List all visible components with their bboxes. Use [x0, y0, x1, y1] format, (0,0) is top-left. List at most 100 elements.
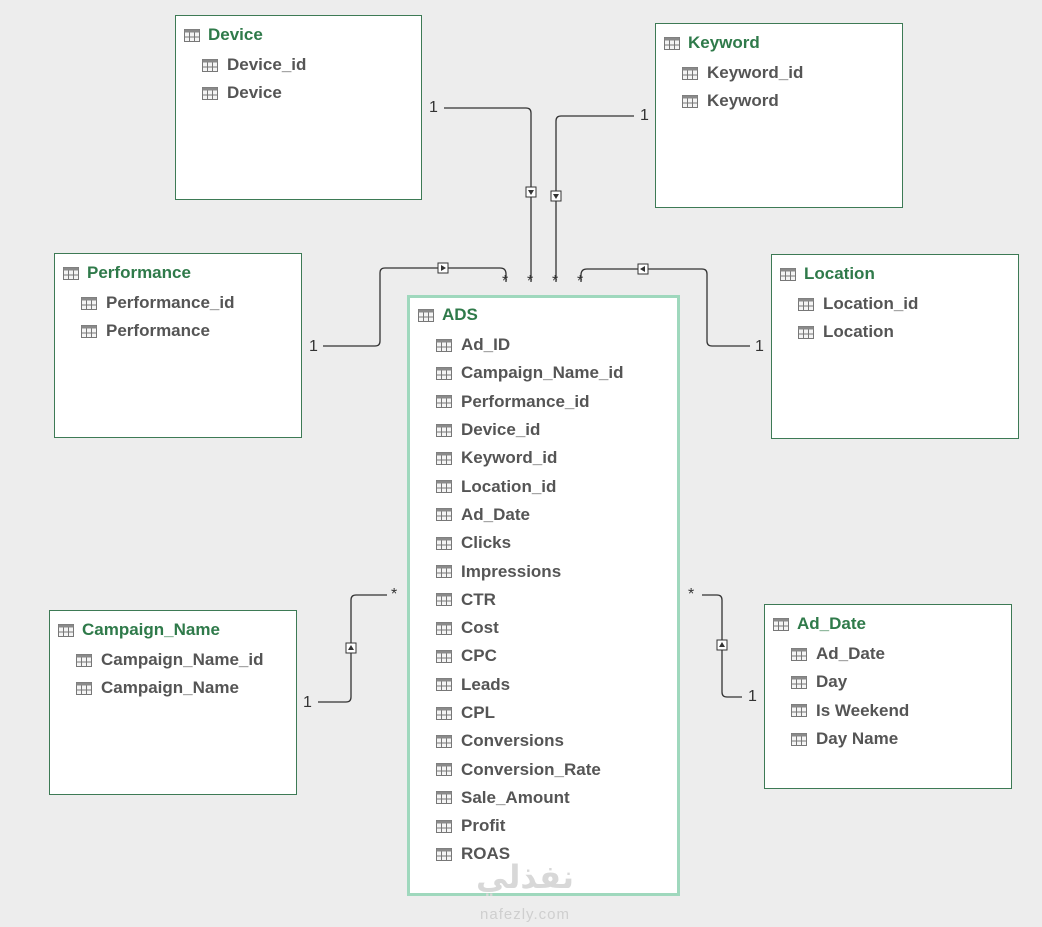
field-row[interactable]: Location: [798, 318, 1018, 346]
column-icon: [202, 86, 218, 100]
field-row[interactable]: Campaign_Name: [76, 674, 296, 702]
table-icon: [184, 28, 200, 42]
table-header: Performance: [55, 261, 301, 285]
watermark-text: nafezly.com: [480, 906, 570, 923]
relationship-addate-ads[interactable]: [702, 594, 742, 698]
cardinality-one-performance: 1: [309, 338, 318, 355]
field-name: Device: [227, 83, 282, 103]
field-name: Cost: [461, 618, 499, 638]
field-row[interactable]: Keyword_id: [682, 59, 902, 87]
field-row[interactable]: Ad_Date: [791, 640, 1011, 668]
table-device[interactable]: Device Device_id Device: [175, 15, 422, 200]
table-ad-date[interactable]: Ad_Date Ad_Date Day Is Weekend Day Name: [764, 604, 1012, 789]
table-performance[interactable]: Performance Performance_id Performance: [54, 253, 302, 438]
field-name: Ad_Date: [461, 504, 530, 524]
table-header: Device: [176, 23, 421, 47]
field-row[interactable]: Conversions: [436, 727, 677, 755]
field-row[interactable]: Profit: [436, 812, 677, 840]
column-icon: [436, 734, 452, 748]
field-row[interactable]: Ad_Date: [436, 501, 677, 529]
field-row[interactable]: Keyword_id: [436, 444, 677, 472]
field-name: Conversion_Rate: [461, 759, 601, 779]
table-header: Keyword: [656, 31, 902, 55]
relationship-campaign-ads[interactable]: [318, 594, 387, 703]
field-row[interactable]: Performance: [81, 317, 301, 345]
column-icon: [436, 480, 452, 494]
cardinality-many-device: *: [527, 273, 534, 290]
column-icon: [436, 847, 452, 861]
field-row[interactable]: Day Name: [791, 725, 1011, 753]
field-row[interactable]: Location_id: [798, 290, 1018, 318]
field-name: Device_id: [461, 420, 541, 440]
cross-filter-arrow-icon: [637, 263, 649, 275]
field-name: Location_id: [461, 476, 557, 496]
field-row[interactable]: Device: [202, 79, 421, 107]
field-row[interactable]: ROAS: [436, 840, 677, 868]
table-title: ADS: [442, 305, 478, 324]
field-row[interactable]: Campaign_Name_id: [76, 646, 296, 674]
table-title: Location: [804, 264, 875, 283]
table-header: ADS: [410, 303, 677, 327]
table-campaign-name[interactable]: Campaign_Name Campaign_Name_id Campaign_…: [49, 610, 297, 795]
cardinality-one-ad-date: 1: [748, 688, 757, 705]
cardinality-many-ad-date: *: [688, 586, 695, 603]
field-name: Performance: [106, 321, 210, 341]
field-row[interactable]: Conversion_Rate: [436, 755, 677, 783]
field-row[interactable]: Cost: [436, 614, 677, 642]
field-row[interactable]: Clicks: [436, 529, 677, 557]
cross-filter-arrow-icon: [525, 186, 537, 198]
column-icon: [76, 653, 92, 667]
relationship-keyword-ads[interactable]: [550, 115, 634, 282]
column-icon: [791, 732, 807, 746]
field-name: Performance_id: [461, 391, 590, 411]
column-icon: [436, 508, 452, 522]
field-name: Keyword_id: [707, 63, 804, 83]
arrow-head: [441, 265, 446, 271]
cardinality-many-performance: *: [502, 273, 509, 290]
field-row[interactable]: Performance_id: [436, 388, 677, 416]
relationship-device-ads[interactable]: [444, 107, 537, 282]
field-list: Device_id Device: [202, 51, 421, 108]
table-title: Keyword: [688, 33, 760, 52]
arrow-head: [553, 194, 559, 199]
field-row[interactable]: Keyword: [682, 87, 902, 115]
field-name: Campaign_Name: [101, 678, 239, 698]
table-icon: [418, 308, 434, 322]
column-icon: [436, 649, 452, 663]
field-row[interactable]: CTR: [436, 586, 677, 614]
cardinality-many-keyword: *: [552, 273, 559, 290]
table-ads[interactable]: ADS Ad_ID Campaign_Name_id Performance_i…: [407, 295, 680, 896]
field-row[interactable]: Day: [791, 668, 1011, 696]
cardinality-many-campaign-name: *: [391, 586, 398, 603]
column-icon: [798, 297, 814, 311]
cardinality-many-location: *: [577, 273, 584, 290]
field-row[interactable]: Leads: [436, 671, 677, 699]
arrow-head: [640, 266, 645, 272]
table-icon: [664, 36, 680, 50]
field-name: Ad_ID: [461, 335, 511, 355]
cardinality-one-keyword: 1: [640, 107, 649, 124]
column-icon: [436, 366, 452, 380]
field-list: Keyword_id Keyword: [682, 59, 902, 116]
table-icon: [773, 617, 789, 631]
field-row[interactable]: CPC: [436, 642, 677, 670]
table-location[interactable]: Location Location_id Location: [771, 254, 1019, 439]
field-row[interactable]: CPL: [436, 699, 677, 727]
field-row[interactable]: Device_id: [202, 51, 421, 79]
field-name: Location_id: [823, 294, 919, 314]
field-row[interactable]: Is Weekend: [791, 697, 1011, 725]
field-name: ROAS: [461, 844, 511, 864]
column-icon: [436, 621, 452, 635]
field-row[interactable]: Performance_id: [81, 289, 301, 317]
field-row[interactable]: Sale_Amount: [436, 784, 677, 812]
field-row[interactable]: Impressions: [436, 557, 677, 585]
field-list: Location_id Location: [798, 290, 1018, 347]
table-title: Performance: [87, 263, 191, 282]
field-row[interactable]: Ad_ID: [436, 331, 677, 359]
column-icon: [81, 324, 97, 338]
column-icon: [791, 704, 807, 718]
field-row[interactable]: Device_id: [436, 416, 677, 444]
field-row[interactable]: Campaign_Name_id: [436, 359, 677, 387]
table-keyword[interactable]: Keyword Keyword_id Keyword: [655, 23, 903, 208]
field-row[interactable]: Location_id: [436, 472, 677, 500]
